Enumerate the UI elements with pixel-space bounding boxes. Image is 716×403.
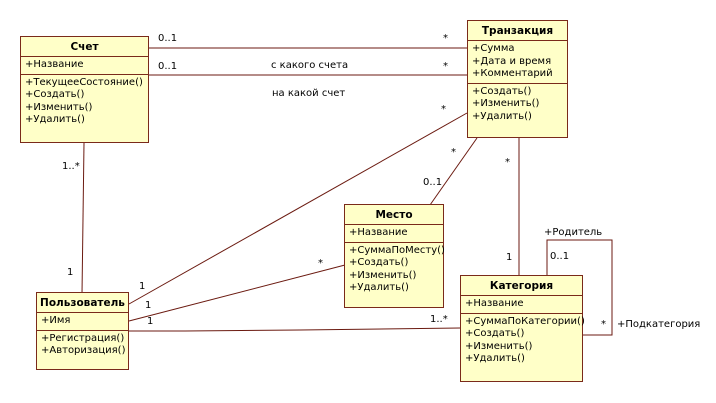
multiplicity-label: 0..1 [423,177,443,188]
class-name: Место [345,205,443,225]
multiplicity-label: * [601,319,606,330]
assoc-user-category[interactable] [129,327,461,332]
operation: +Авторизация() [41,345,126,356]
operations-section: +СуммаПоМесту() +Создать() +Изменить() +… [345,241,445,297]
class-name: Транзакция [468,21,567,41]
attributes-section: +Название [461,296,582,313]
class-transaction[interactable]: Транзакция +Сумма +Дата и время +Коммент… [467,20,568,138]
assoc-user-transaction[interactable] [128,112,468,305]
operation: +Удалить() [349,282,409,293]
multiplicity-label: 1 [67,267,74,278]
class-user[interactable]: Пользователь +Имя +Регистрация() +Автори… [36,292,129,370]
operation: +Создать() [472,85,532,97]
attribute: +Комментарий [472,68,553,79]
class-name: Счет [21,37,148,57]
multiplicity-label: 1 [506,252,513,263]
class-name: Пользователь [37,293,128,313]
attributes-section: +Сумма +Дата и время +Комментарий [468,41,567,83]
assoc-transaction-mesto[interactable] [429,137,478,206]
operation: +Создать() [349,257,409,268]
operation: +Регистрация() [41,332,125,344]
operation: +Изменить() [465,340,533,352]
operation: +Удалить() [25,114,85,125]
multiplicity-label: 1..* [430,314,448,325]
attribute: +Название [465,298,524,309]
class-schet[interactable]: Счет +Название +ТекущееСостояние() +Созд… [20,36,149,143]
attribute: +Название [349,227,408,238]
attributes-section: +Название [21,57,148,74]
role-label: +Родитель [544,227,603,238]
operation: +СуммаПоМесту() [349,244,445,256]
operations-section: +Регистрация() +Авторизация() [37,329,128,360]
multiplicity-label: * [443,61,448,72]
multiplicity-label: * [441,104,446,115]
attribute: +Дата и время [472,55,552,67]
operation: +Изменить() [349,269,417,281]
class-name: Категория [461,276,582,296]
attributes-section: +Имя [37,313,128,330]
operation: +СуммаПоКатегории() [465,315,585,327]
operation: +Изменить() [472,98,540,109]
association-name: на какой счет [272,88,346,99]
assoc-schet-user[interactable] [81,142,85,295]
operation: +Изменить() [25,101,93,113]
multiplicity-label: 0..1 [550,251,570,262]
multiplicity-label: 1 [147,316,154,327]
multiplicity-label: * [443,33,448,44]
role-label: +Подкатегория [617,319,701,330]
association-name: с какого счета [271,60,349,71]
class-mesto[interactable]: Место +Название +СуммаПоМесту() +Создать… [344,204,445,308]
multiplicity-label: 1..* [62,161,80,172]
assoc-user-mesto[interactable] [128,264,346,322]
class-category[interactable]: Категория +Название +СуммаПоКатегории() … [460,275,585,382]
operation: +Удалить() [465,353,525,364]
multiplicity-label: * [505,157,510,168]
multiplicity-label: 1 [145,300,152,311]
attributes-section: +Название [345,225,443,242]
operation: +Создать() [465,328,525,339]
multiplicity-label: 0..1 [158,61,178,72]
operations-section: +СуммаПоКатегории() +Создать() +Изменить… [461,312,585,368]
multiplicity-label: 1 [139,281,146,292]
attribute: +Имя [41,315,71,326]
operation: +Создать() [25,89,85,100]
operations-section: +ТекущееСостояние() +Создать() +Изменить… [21,73,148,129]
multiplicity-label: * [451,147,456,158]
operations-section: +Создать() +Изменить() +Удалить() [468,82,567,126]
attribute: +Сумма [472,43,515,54]
attribute: +Название [25,59,84,70]
operation: +Удалить() [472,110,532,122]
multiplicity-label: 0..1 [158,33,178,44]
operation: +ТекущееСостояние() [25,76,143,88]
multiplicity-label: * [318,258,323,269]
assoc-category-self[interactable] [546,239,613,336]
